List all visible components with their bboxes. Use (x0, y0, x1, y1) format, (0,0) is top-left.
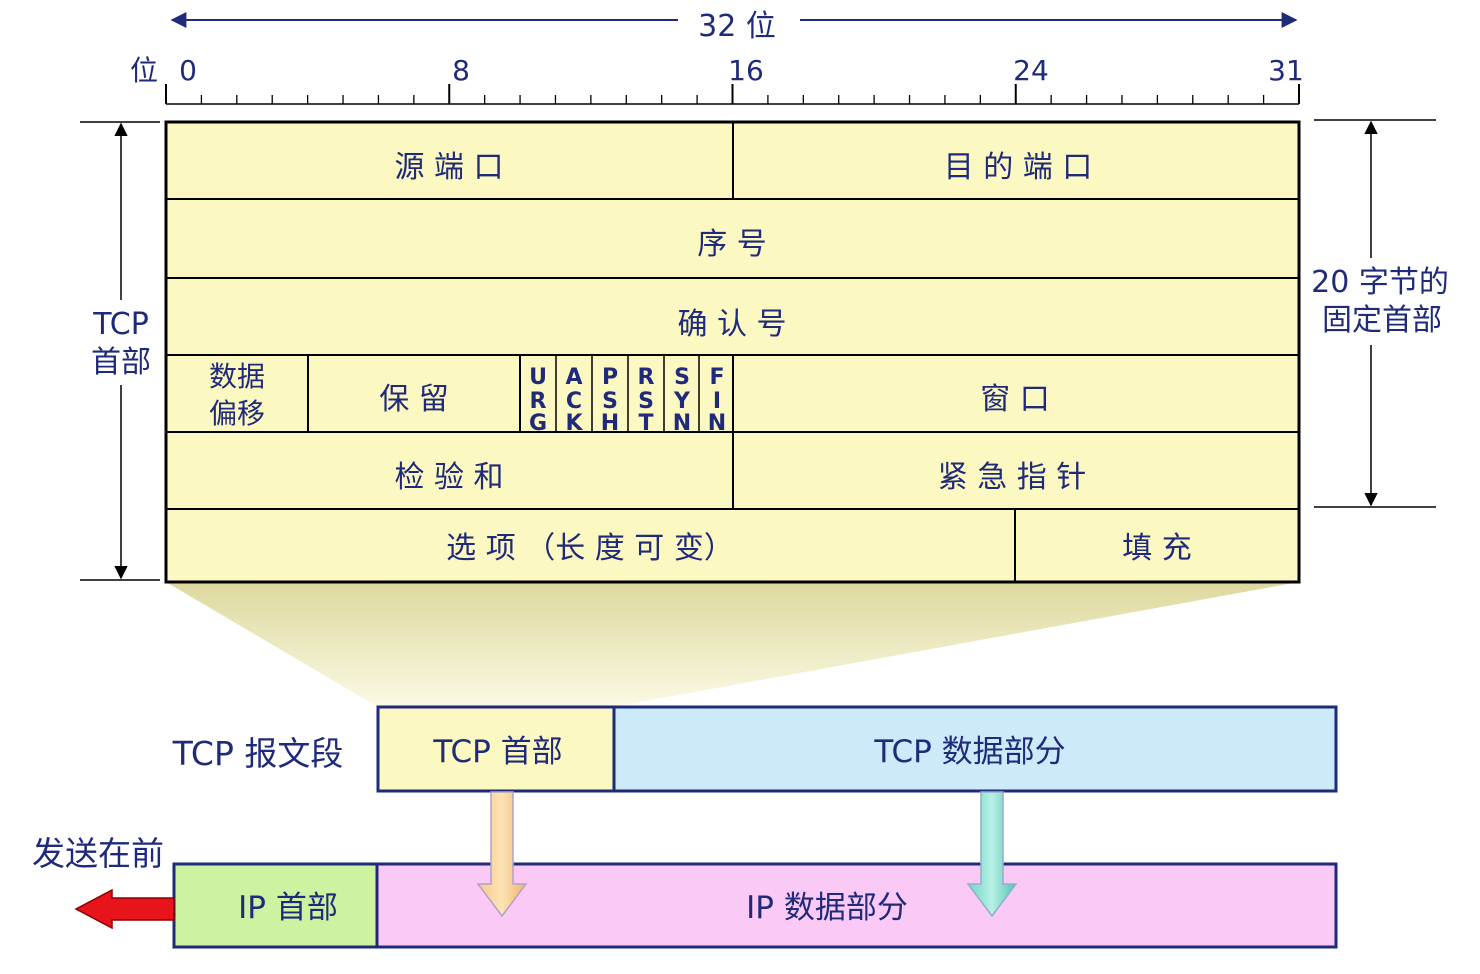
send-first-label: 发送在前 (32, 834, 164, 873)
bit-axis-label: 位 (130, 54, 158, 87)
tcp-segment-data-box (612, 705, 1338, 793)
send-direction-arrow-icon (74, 888, 175, 930)
fixed-header-bracket: 20 字节的 固定首部 (1311, 119, 1449, 508)
flag-fin-letter: I (713, 389, 721, 414)
flag-syn-letter: S (674, 365, 690, 390)
tcp-segment-data-label: TCP 数据部分 (873, 734, 1065, 770)
flag-urg-letter: R (530, 389, 547, 414)
ip-header-label: IP 首部 (238, 890, 338, 926)
flag-rst-letter: R (638, 365, 655, 390)
tcp-segment-header-label: TCP 首部 (432, 734, 562, 770)
flag-ack-letter: C (566, 389, 582, 414)
field-seq: 序 号 (697, 227, 767, 262)
ip-datagram: 发送在前 IP 首部 IP 数据部分 (32, 834, 1338, 949)
field-window: 窗 口 (980, 382, 1050, 417)
flag-syn-letter: Y (673, 389, 691, 414)
ip-data-label: IP 数据部分 (746, 890, 908, 926)
flag-ack-letter: A (565, 365, 582, 390)
flag-psh-letter: S (602, 389, 618, 414)
bit-tick-0: 0 (179, 54, 197, 87)
width-arrow: 32 位 (170, 9, 1298, 44)
field-dst-port: 目 的 端 口 (944, 150, 1093, 185)
flag-fin-letter: F (709, 365, 724, 390)
flag-psh-letter: H (601, 411, 619, 436)
tcp-header-label-line2: 首部 (91, 345, 151, 380)
field-urgent-pointer: 紧 急 指 针 (938, 460, 1087, 495)
ip-header-box (172, 862, 379, 949)
field-data-offset-line1: 数据 (209, 360, 265, 393)
tcp-header-table: 源 端 口 目 的 端 口 序 号 确 认 号 数据 偏移 保 留 URGACK… (164, 120, 1301, 584)
flag-ack-letter: K (565, 411, 583, 436)
tcp-segment: TCP 报文段 TCP 首部 TCP 数据部分 (172, 705, 1338, 793)
flag-rst-letter: T (638, 411, 653, 436)
fixed-header-label-line1: 20 字节的 (1311, 265, 1449, 300)
bit-tick-8: 8 (452, 54, 470, 87)
ip-data-box (375, 862, 1338, 949)
fixed-header-label-line2: 固定首部 (1322, 303, 1442, 338)
field-reserved: 保 留 (379, 382, 449, 417)
tcp-header-label-line1: TCP (92, 307, 149, 342)
field-options: 选 项 （长 度 可 变） (446, 531, 734, 566)
flag-rst-letter: S (638, 389, 654, 414)
bit-ruler: 位 0 8 16 24 31 (130, 54, 1304, 105)
flag-syn-letter: N (673, 411, 691, 436)
expansion-funnel (166, 582, 1299, 707)
field-ack-num: 确 认 号 (677, 307, 786, 342)
bit-tick-24: 24 (1013, 54, 1049, 87)
tcp-segment-label: TCP 报文段 (172, 734, 344, 773)
field-padding: 填 充 (1122, 531, 1192, 566)
flag-psh-letter: P (602, 365, 618, 390)
flag-urg-letter: G (529, 411, 547, 436)
flag-urg-letter: U (529, 365, 547, 390)
bit-tick-31: 31 (1268, 54, 1304, 87)
tcp-header-bracket: TCP 首部 (80, 121, 160, 581)
field-data-offset-line2: 偏移 (209, 397, 265, 430)
data-encapsulation-arrow-icon (966, 791, 1018, 918)
header-encapsulation-arrow-icon (476, 791, 528, 918)
bits-label: 32 位 (698, 9, 776, 44)
field-src-port: 源 端 口 (394, 150, 503, 185)
bit-tick-16: 16 (728, 54, 764, 87)
flag-fin-letter: N (708, 411, 726, 436)
field-checksum: 检 验 和 (394, 460, 503, 495)
